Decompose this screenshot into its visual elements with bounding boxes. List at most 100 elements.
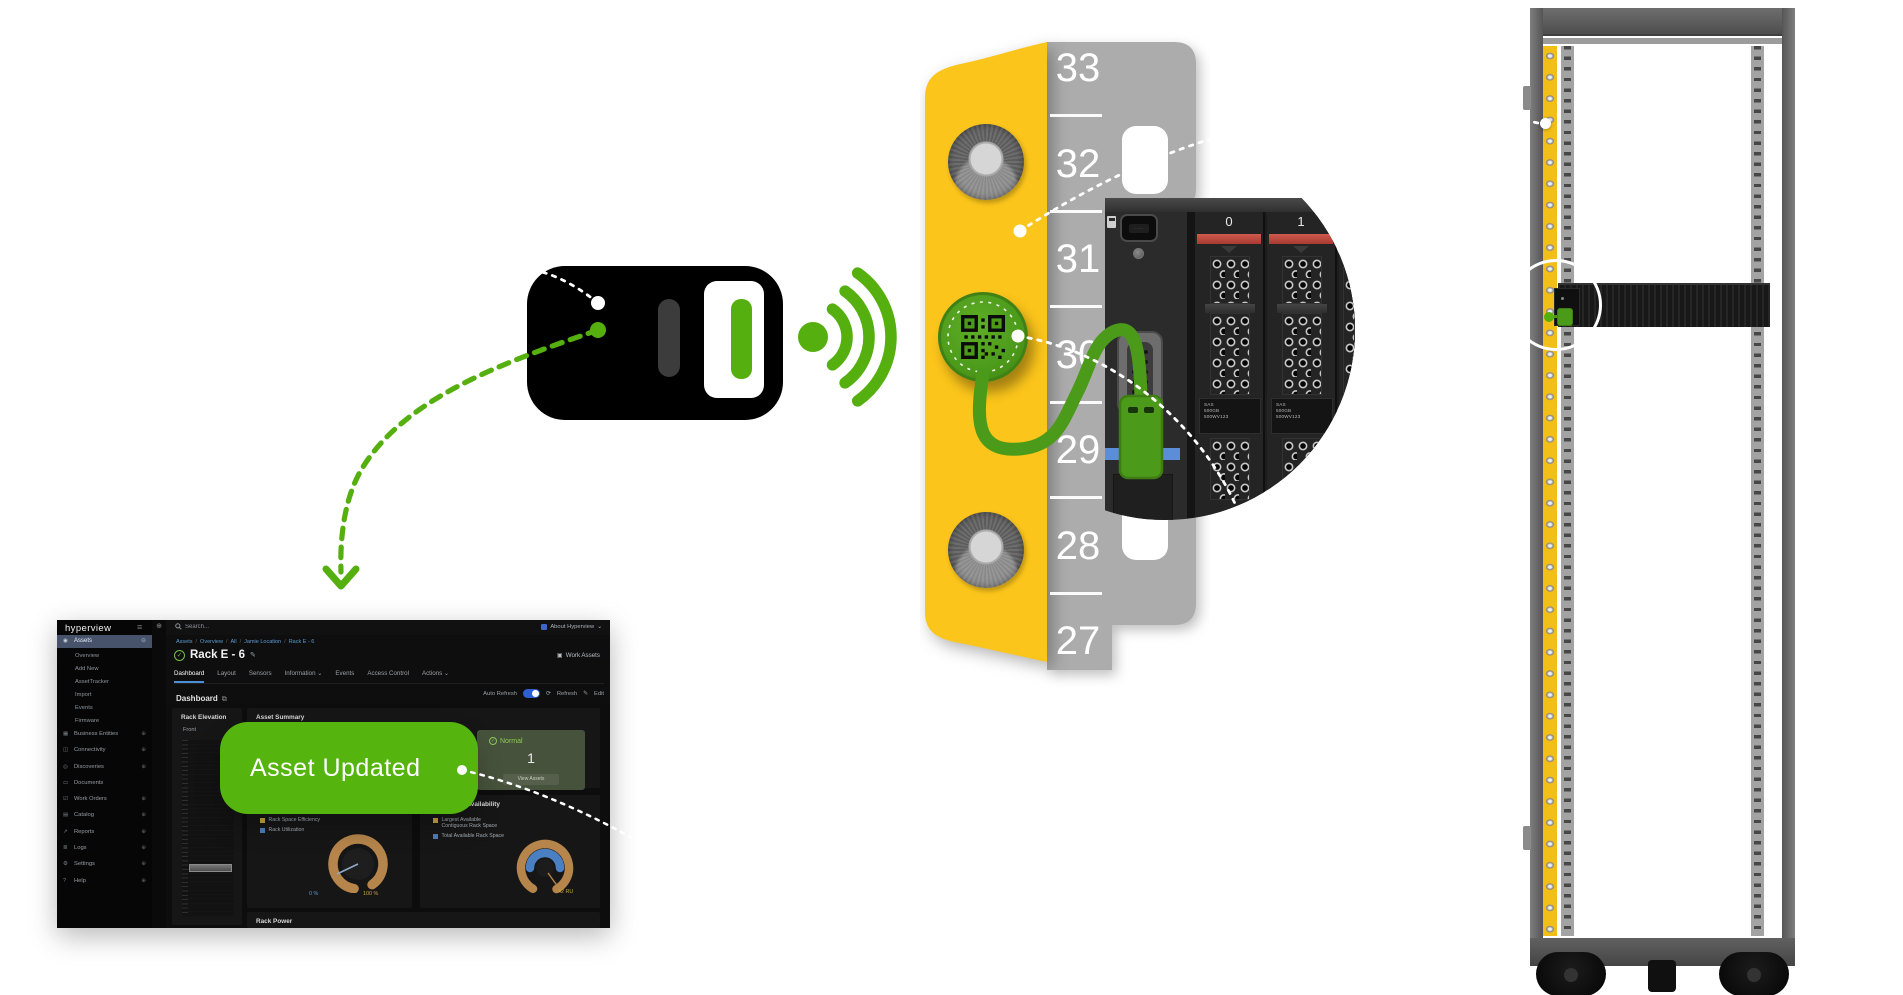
edit-icon[interactable]: ✎ [249, 652, 256, 659]
user-menu[interactable]: About Hyperview ⌄ [541, 624, 602, 630]
availability-gauge [516, 839, 574, 897]
search-input[interactable] [185, 623, 275, 630]
rack-top-beam [1530, 8, 1795, 36]
expand-icon: ⊕ [141, 747, 146, 754]
legend-item: Rack Utilization [260, 827, 320, 833]
rack-unit-number: 27 [1055, 619, 1101, 663]
sidebar-item-firmware[interactable]: Firmware [75, 718, 100, 724]
about-label: About Hyperview [550, 624, 595, 630]
rack-unit-number: 28 [1055, 523, 1101, 568]
rack-power-panel: Rack Power [247, 912, 600, 928]
tab-events[interactable]: Events [335, 670, 355, 677]
tab-layout[interactable]: Layout [217, 670, 236, 677]
scanner-button [658, 299, 680, 377]
sidebar-item-help[interactable]: ?Help⊕ [57, 873, 152, 889]
legend-item: Rack Space Efficiency [260, 817, 320, 823]
status-badge: Normal [500, 737, 523, 745]
breadcrumb-item-jamie-location[interactable]: Jamie Location [244, 639, 282, 645]
auto-refresh-toggle[interactable] [522, 689, 540, 698]
sidebar-item-documents[interactable]: ▭Documents [57, 775, 152, 791]
work-assets-button[interactable]: ▣ Work Assets [557, 652, 600, 659]
sidebar-item-assettracker[interactable]: AssetTracker [75, 679, 109, 685]
breadcrumb-item-all[interactable]: All [230, 639, 237, 645]
sidebar-item-import[interactable]: Import [75, 692, 92, 698]
asset-count: 1 [527, 750, 535, 766]
tab-actions[interactable]: Actions ⌄ [421, 670, 450, 677]
wireless-signal-icon [798, 267, 897, 407]
edit-button[interactable]: Edit [594, 690, 604, 697]
qr-code-icon [961, 315, 1005, 359]
sidebar-item-reports[interactable]: ↗Reports⊕ [57, 824, 152, 840]
panel-title: Rack Elevation [181, 714, 227, 721]
sidebar-item-overview[interactable]: Overview [75, 653, 100, 659]
settings-icon: ⚙ [63, 861, 68, 868]
rack-post-left [1530, 8, 1543, 966]
tab-dashboard[interactable]: Dashboard [174, 670, 205, 683]
tiny-tag-cable [1552, 315, 1559, 318]
drive-vent [1210, 256, 1250, 304]
expand-icon[interactable]: ⊕ [156, 623, 162, 630]
sidebar-collapse-rail[interactable]: ⊕ [152, 620, 166, 928]
sidebar-item-business-entities[interactable]: ▦Business Entities⊕ [57, 726, 152, 742]
bay-latch-icon [1221, 246, 1237, 253]
sidebar-item-logs[interactable]: ≣Logs⊕ [57, 840, 152, 856]
sidebar-item-catalog[interactable]: ▤Catalog⊕ [57, 807, 152, 823]
screw-icon [1133, 248, 1144, 259]
sidebar-item-events[interactable]: Events [75, 705, 93, 711]
drive-vent [1282, 313, 1322, 395]
sidebar-item-label: Help [74, 877, 86, 884]
breadcrumb-separator: / [284, 639, 286, 645]
sidebar-item-settings[interactable]: ⚙Settings⊕ [57, 856, 152, 872]
rack-interior [1543, 44, 1782, 938]
sidebar-item-discoveries[interactable]: ◎Discoveries⊕ [57, 759, 152, 775]
collapse-icon[interactable]: ⊖ [140, 638, 146, 644]
avatar [541, 624, 548, 630]
tab-sensors[interactable]: Sensors [248, 670, 272, 677]
sidebar-item-work-orders[interactable]: ☑Work Orders⊕ [57, 791, 152, 807]
sidebar-item-assets[interactable]: ◉ Assets ⊖ [57, 635, 152, 648]
legend-label: Rack Space Efficiency [268, 817, 321, 823]
bay-red-stripe [1197, 234, 1261, 244]
elevation-view-label: Front [183, 727, 197, 733]
section-header: Dashboard⧉ Auto Refresh ⟳ Refresh ✎ Edit [176, 688, 604, 703]
copy-icon[interactable]: ⧉ [221, 696, 227, 703]
connectivity-icon: ◫ [63, 747, 69, 754]
edit-icon[interactable]: ✎ [583, 690, 588, 697]
sidebar-item-label: Documents [74, 779, 104, 786]
expand-icon: ⊕ [141, 796, 146, 803]
sidebar-sections: ▦Business Entities⊕◫Connectivity⊕◎Discov… [57, 726, 152, 889]
check-icon: ✓ [489, 737, 497, 745]
normal-status-card: ✓ Normal 1 View Assets [477, 730, 585, 790]
rack-hinge-bracket [1523, 826, 1531, 850]
expand-icon: ⊕ [141, 877, 146, 884]
sidebar-item-label: Catalog [74, 812, 94, 819]
gauge-max-label: 100 % [363, 891, 379, 897]
rack-unit-number: 33 [1055, 46, 1101, 90]
sidebar-item-add-new[interactable]: Add New [75, 666, 99, 672]
panel-title: Asset Summary [256, 714, 305, 721]
hyperview-logo: hyperview [65, 623, 112, 634]
breadcrumb-item-assets[interactable]: Assets [176, 639, 193, 645]
tab-information[interactable]: Information ⌄ [284, 670, 323, 677]
view-assets-button[interactable]: View Assets [503, 774, 559, 785]
tab-access-control[interactable]: Access Control [367, 670, 409, 677]
sidebar-item-label: Settings [74, 861, 95, 868]
breadcrumb-separator: / [195, 639, 198, 645]
legend-label: Total Available Rack Space [441, 833, 504, 840]
hamburger-icon[interactable]: ≡ [137, 622, 143, 632]
callout-dot-green [1544, 312, 1554, 322]
refresh-button[interactable]: Refresh [556, 690, 578, 697]
expand-icon: ⊕ [141, 828, 146, 835]
sidebar-item-connectivity[interactable]: ◫Connectivity⊕ [57, 742, 152, 758]
sidebar-item-label: Discoveries [74, 763, 104, 770]
caster-hub [1747, 968, 1761, 982]
top-bar: About Hyperview ⌄ [166, 620, 610, 635]
refresh-icon[interactable]: ⟳ [545, 690, 551, 697]
breadcrumb-item-overview[interactable]: Overview [200, 639, 223, 645]
breadcrumb-item-rack-e-6[interactable]: Rack E - 6 [288, 639, 315, 645]
